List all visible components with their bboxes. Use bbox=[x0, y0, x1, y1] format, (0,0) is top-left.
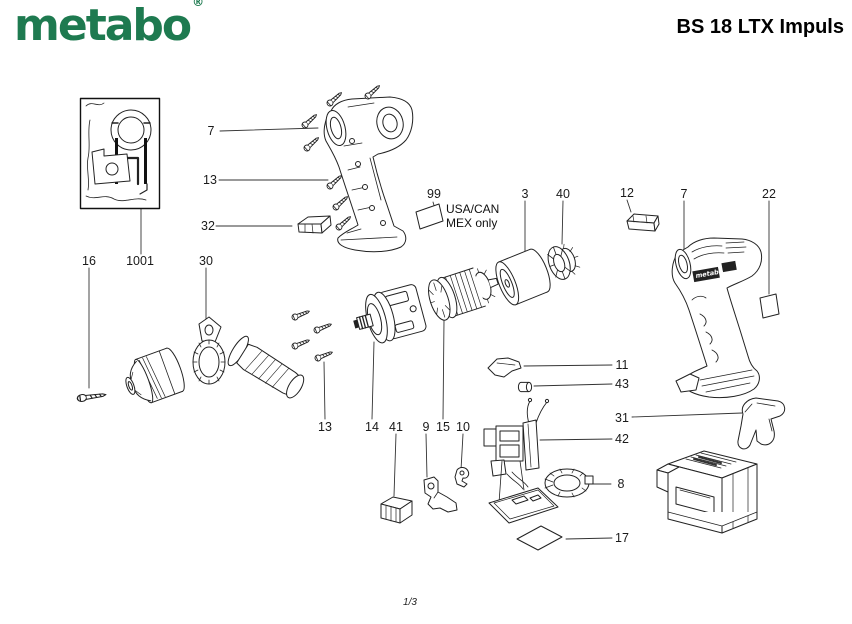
wiring-inset-drawing bbox=[79, 97, 161, 210]
part-label-43-damper: 43 bbox=[615, 377, 629, 391]
impulse-button-drawing bbox=[297, 215, 332, 234]
part-label-12-clip: 12 bbox=[620, 186, 634, 200]
registered-mark-icon: ® bbox=[192, 0, 205, 10]
part-label-31-belt-hook: 31 bbox=[615, 411, 629, 425]
part-label-14-gearbox: 14 bbox=[365, 420, 379, 434]
leader-line bbox=[371, 341, 375, 420]
housing-left-drawing bbox=[323, 96, 414, 253]
part-label-3-stator: 3 bbox=[521, 187, 529, 201]
leader-line bbox=[442, 319, 445, 420]
leader-line bbox=[425, 433, 428, 478]
screw-16-drawing bbox=[76, 390, 108, 403]
part-label-22-sticker: 22 bbox=[762, 187, 776, 201]
part-label-9-lever: 9 bbox=[422, 420, 430, 434]
stator-drawing bbox=[495, 248, 551, 306]
part-label-7-housing-left: 7 bbox=[207, 124, 215, 138]
part-label-32-button: 32 bbox=[201, 219, 215, 233]
gearbox-drawing bbox=[353, 284, 427, 344]
lever-9-drawing bbox=[423, 476, 458, 513]
region-note: USA/CAN MEX only bbox=[446, 202, 500, 230]
leader-line bbox=[219, 127, 319, 132]
part-label-42-switch: 42 bbox=[615, 432, 629, 446]
switch-assembly-drawing bbox=[483, 397, 559, 524]
region-note-line1: USA/CAN bbox=[446, 202, 500, 216]
fan-drawing bbox=[547, 243, 581, 280]
part-label-10-clip: 10 bbox=[456, 420, 470, 434]
block-41-drawing bbox=[380, 496, 413, 524]
side-handle-drawing bbox=[227, 335, 305, 399]
part-label-16-screw: 16 bbox=[82, 254, 96, 268]
leader-line bbox=[323, 361, 326, 420]
part-label-13-screws-upper: 13 bbox=[203, 173, 217, 187]
switch-lever-11-drawing bbox=[487, 357, 522, 378]
leader-line bbox=[460, 433, 464, 471]
leader-line bbox=[393, 433, 397, 497]
leader-line bbox=[533, 383, 613, 387]
part-label-13-screws-lower: 13 bbox=[318, 420, 332, 434]
sticker-22-drawing bbox=[759, 293, 780, 319]
leader-line bbox=[626, 199, 632, 213]
belt-hook-drawing bbox=[737, 397, 786, 450]
leader-line bbox=[565, 537, 613, 540]
handle-clamp-drawing bbox=[192, 316, 226, 385]
part-label-40-fan: 40 bbox=[556, 187, 570, 201]
part-label-1001-wiring: 1001 bbox=[126, 254, 154, 268]
logo-text: metabo bbox=[14, 0, 192, 51]
part-label-8-cam-ring: 8 bbox=[617, 477, 625, 491]
region-note-line2: MEX only bbox=[446, 215, 498, 230]
part-label-17-sticker: 17 bbox=[615, 531, 629, 545]
part-label-15-rotor: 15 bbox=[436, 420, 450, 434]
damper-43-drawing bbox=[517, 381, 533, 393]
leader-line bbox=[539, 438, 613, 441]
warning-label-99-drawing bbox=[415, 203, 444, 230]
page-title: BS 18 LTX Impuls bbox=[676, 16, 844, 38]
leader-line bbox=[523, 364, 613, 367]
leader-line bbox=[561, 200, 564, 245]
rotor-drawing bbox=[428, 267, 499, 321]
housing-right-drawing: metabo bbox=[671, 237, 763, 399]
part-label-7-housing-right: 7 bbox=[680, 187, 688, 201]
part-label-30-clamp: 30 bbox=[199, 254, 213, 268]
leader-lines bbox=[88, 127, 770, 540]
part-label-41-block: 41 bbox=[389, 420, 403, 434]
leader-line bbox=[631, 412, 743, 418]
clip-10-drawing bbox=[454, 467, 470, 488]
gearbox-screws bbox=[290, 307, 334, 363]
battery-drawing bbox=[656, 450, 758, 534]
metabo-logo: metabo® bbox=[14, 0, 205, 51]
part-label-11-switch-lever: 11 bbox=[615, 358, 629, 372]
cam-ring-drawing bbox=[544, 468, 594, 498]
sticker-17-drawing bbox=[516, 525, 563, 551]
page-number: 1/3 bbox=[403, 597, 417, 608]
chuck-drawing bbox=[125, 347, 185, 404]
part-label-99-warning: 99 bbox=[427, 187, 441, 201]
clip-12-drawing bbox=[626, 213, 660, 232]
